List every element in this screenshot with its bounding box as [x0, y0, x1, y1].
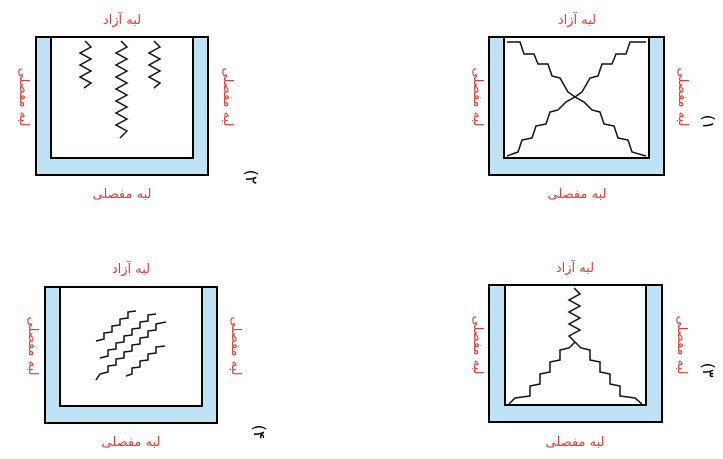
- panel-4-cracks: [95, 310, 167, 381]
- panel-2-label-left: لبه مفصلی: [16, 68, 31, 127]
- panel-3: لبه آزاد لبه مفصلی لبه مفصلی لبه مفصلی (…: [470, 259, 718, 450]
- panel-4-label-bottom: لبه مفصلی: [102, 435, 161, 450]
- panel-1-label-left: لبه مفصلی: [470, 68, 485, 127]
- panel-4-number: (۴: [250, 425, 269, 440]
- panel-3-label-top: لبه آزاد: [556, 259, 594, 276]
- panel-4-label-left: لبه مفصلی: [25, 317, 40, 376]
- panel-1-label-right: لبه مفصلی: [675, 68, 690, 127]
- panel-2-label-bottom: لبه مفصلی: [93, 187, 152, 202]
- panel-1-number: (۱: [699, 115, 718, 130]
- panel-2-cracks: [78, 40, 162, 139]
- panel-2-frame: [35, 36, 209, 176]
- panel-4-label-right: لبه مفصلی: [228, 317, 243, 376]
- panel-3-label-left: لبه مفصلی: [470, 316, 485, 375]
- panel-4-frame: [44, 286, 218, 424]
- panel-3-cracks: [508, 287, 643, 405]
- panel-4-label-top: لبه آزاد: [112, 260, 150, 277]
- panel-1-label-bottom: لبه مفصلی: [548, 187, 607, 202]
- panel-1-label-top: لبه آزاد: [558, 11, 596, 28]
- panel-2: لبه آزاد لبه مفصلی لبه مفصلی لبه مفصلی (…: [16, 11, 261, 202]
- panel-2-number: (۲: [242, 170, 261, 185]
- panel-3-frame: [488, 284, 663, 423]
- panel-3-label-right: لبه مفصلی: [674, 316, 689, 375]
- panel-2-label-right: لبه مفصلی: [220, 68, 235, 127]
- panel-3-label-bottom: لبه مفصلی: [546, 435, 605, 450]
- panel-3-number: (۳: [699, 363, 718, 378]
- panel-2-label-top: لبه آزاد: [103, 11, 141, 28]
- panel-1: لبه آزاد لبه مفصلی لبه مفصلی لبه مفصلی (…: [470, 11, 718, 202]
- panel-1-frame: [488, 36, 665, 176]
- panel-4: لبه آزاد لبه مفصلی لبه مفصلی لبه مفصلی (…: [25, 260, 269, 450]
- panel-1-cracks: [506, 41, 647, 157]
